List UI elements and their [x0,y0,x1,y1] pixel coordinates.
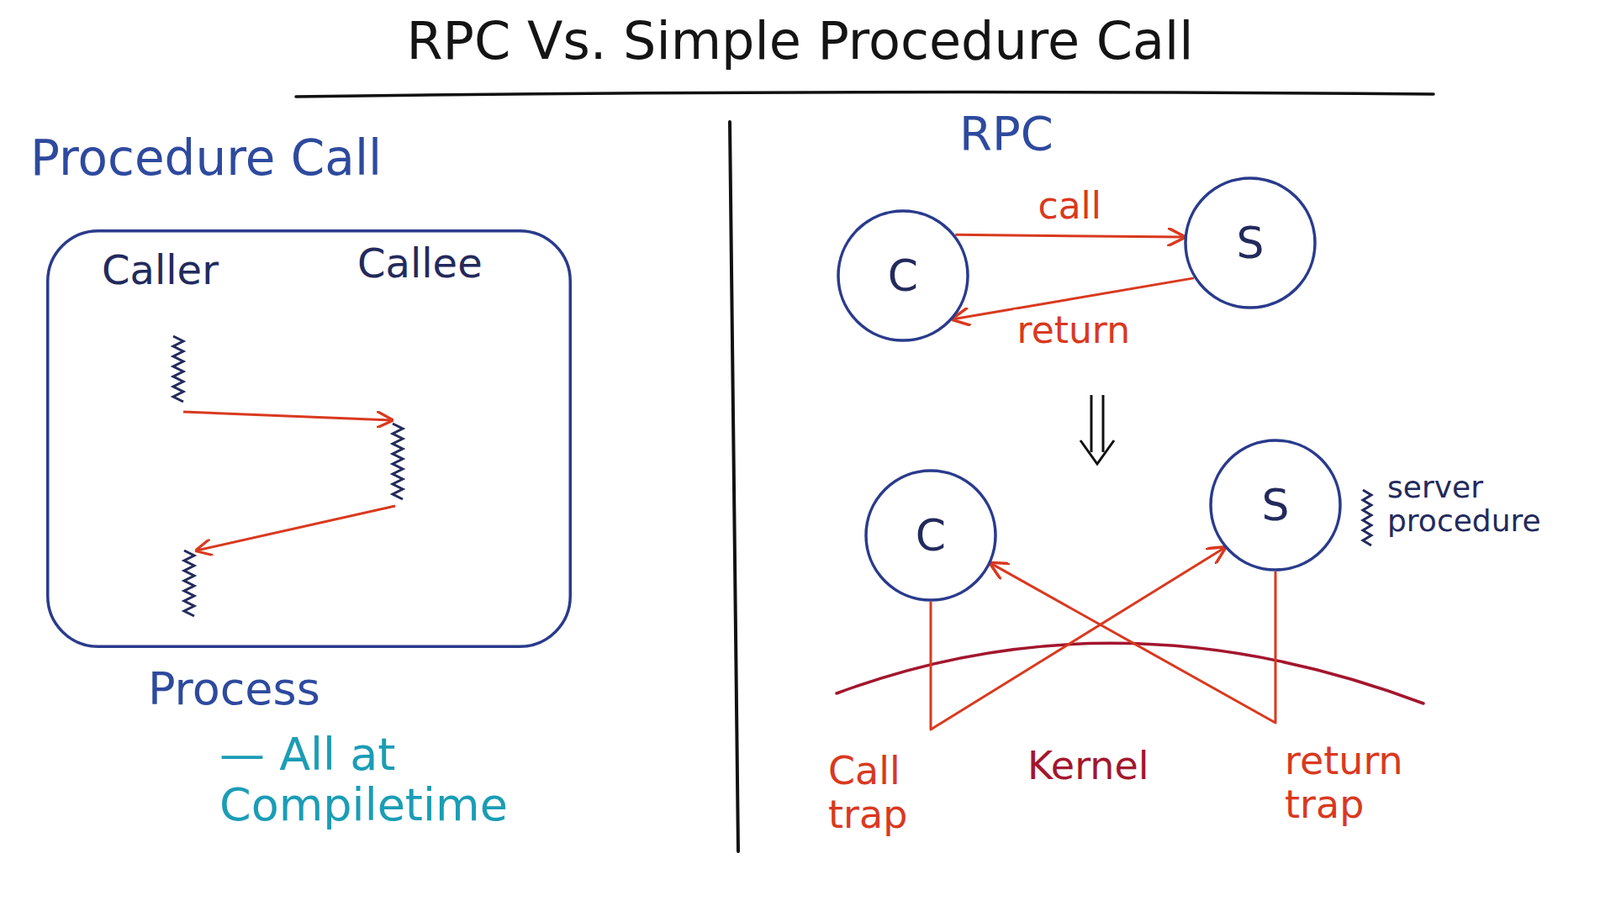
label-holder: server procedure [1387,470,1590,539]
callee-squiggle [392,423,403,500]
kernel-label: Kernel [1027,744,1150,789]
node-text: C [915,511,946,560]
edge-label: call [1034,184,1105,227]
client-circle: C [864,469,998,602]
box-shape [47,231,571,648]
connector-arrow [955,234,1184,238]
note: — All at Compiletime [219,729,581,832]
server-circle: S [1209,438,1342,572]
double-arrow-head [1080,440,1115,465]
node-text: S [1235,218,1264,268]
label-holder: Process [147,664,321,715]
edge-label: return [1013,310,1135,352]
call-arrow [183,411,392,421]
title-underline [295,92,1434,97]
node-text: Callee [357,241,483,287]
title: RPC Vs. Simple Procedure Call [0,11,1600,70]
text-holder: Caller [101,248,219,294]
label-holder: — All at Compiletime [219,729,581,832]
server-circle: S [1183,176,1317,310]
client-circle: C [836,209,970,343]
circle-shape [866,470,996,601]
section-heading: Procedure Call [30,131,382,186]
section-heading: RPC [959,107,1054,161]
edge-label-holder: return [1013,310,1135,352]
text-holder: Callee [357,241,483,287]
label-holder: RPC [959,107,1054,161]
double-arrow [1091,395,1104,453]
connector-arrow [930,548,1225,730]
label-holder: Procedure Call [30,131,382,186]
label-holder: return trap [1284,739,1453,827]
title-holder: RPC Vs. Simple Procedure Call [0,11,1600,70]
process-label: Process [147,664,321,715]
server-procedure-label: server procedure [1387,470,1590,539]
process-box: Caller Callee [46,229,572,649]
server-squiggle [1362,490,1372,546]
label-holder: Kernel [1027,744,1150,789]
node-text: C [887,251,919,301]
connector-arrow [991,563,1276,724]
label-holder: Call trap [828,749,972,837]
circle-shape [1185,178,1315,308]
node-text: S [1261,480,1289,530]
trap-label: Call trap [828,749,972,837]
trap-label: return trap [1284,739,1453,827]
edge-label-holder: call [1034,184,1105,227]
caller-squiggle [184,550,195,617]
node-text: Caller [101,248,219,294]
circle-shape [1210,440,1341,571]
divider-line [729,121,739,852]
circle-shape [838,211,968,341]
kernel-boundary [836,643,1424,704]
caller-squiggle [173,336,184,402]
return-arrow [196,506,396,551]
